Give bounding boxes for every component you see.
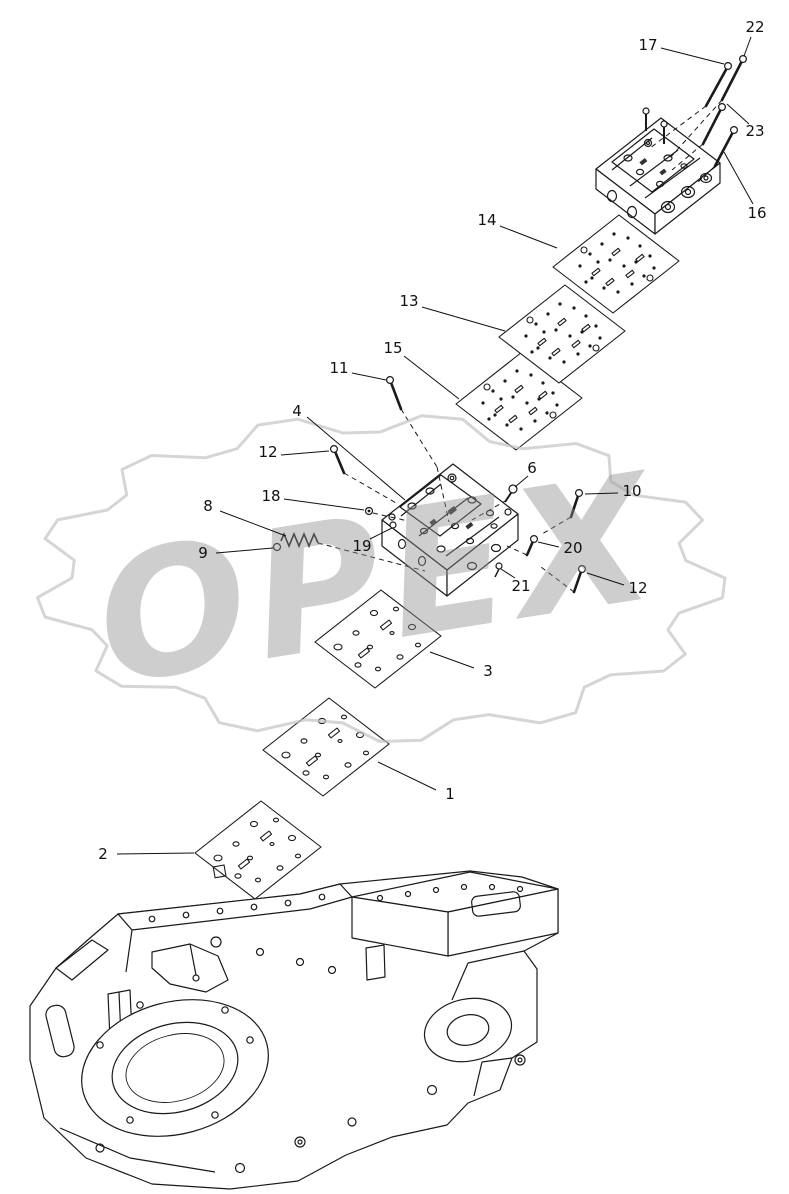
bolt-16 bbox=[713, 125, 738, 168]
bolt-22 bbox=[720, 54, 747, 102]
upper-valve-body bbox=[595, 107, 721, 235]
callout-9: 9 bbox=[198, 544, 208, 562]
plate-3 bbox=[314, 589, 442, 689]
valve-21 bbox=[495, 562, 503, 570]
leader-line-8 bbox=[219, 510, 287, 537]
bolt-20 bbox=[525, 534, 538, 557]
ball-19 bbox=[389, 521, 397, 529]
leader-line-9 bbox=[215, 547, 274, 554]
leader-line-6 bbox=[514, 475, 529, 488]
plate-1 bbox=[262, 697, 390, 797]
leader-line-12 bbox=[586, 572, 625, 586]
callout-22: 22 bbox=[745, 18, 765, 36]
gear-watermark-outline bbox=[36, 414, 727, 743]
bolt-11 bbox=[386, 376, 403, 411]
bolt-12-right bbox=[572, 564, 586, 594]
valve-body bbox=[381, 463, 519, 597]
plate-13 bbox=[498, 284, 626, 384]
callout-23: 23 bbox=[745, 122, 765, 140]
leader-line-21 bbox=[500, 568, 516, 579]
bolt-12-left bbox=[330, 445, 346, 475]
leader-line-3 bbox=[429, 651, 475, 669]
leader-line-18 bbox=[283, 498, 365, 511]
leader-line-20 bbox=[537, 541, 560, 548]
callout-11: 11 bbox=[329, 359, 349, 377]
spring-8 bbox=[280, 531, 319, 549]
callout-2: 2 bbox=[98, 845, 108, 863]
callout-6: 6 bbox=[527, 459, 537, 477]
fitting-6 bbox=[508, 484, 518, 494]
small-parts bbox=[272, 484, 518, 578]
plug-18 bbox=[364, 506, 374, 516]
leader-line-23 bbox=[726, 103, 750, 125]
leader-line-15 bbox=[403, 355, 460, 400]
leader-line-22 bbox=[743, 36, 752, 57]
bolt-17 bbox=[704, 61, 732, 108]
callout-19: 19 bbox=[352, 537, 372, 555]
leader-line-14 bbox=[499, 225, 558, 249]
callout-8: 8 bbox=[203, 497, 213, 515]
callout-20: 20 bbox=[563, 539, 583, 557]
watermark-text: OPEX bbox=[84, 436, 672, 725]
leader-line-11 bbox=[351, 372, 387, 381]
callout-12: 12 bbox=[628, 579, 648, 597]
leader-line-2 bbox=[116, 852, 195, 855]
callout-13: 13 bbox=[399, 292, 419, 310]
callout-14: 14 bbox=[477, 211, 497, 229]
transmission-housing bbox=[29, 870, 559, 1190]
callout-16: 16 bbox=[747, 204, 767, 222]
leader-line-16 bbox=[723, 151, 754, 205]
callout-12: 12 bbox=[258, 443, 278, 461]
leader-line-19 bbox=[369, 527, 393, 540]
spring-seat-9 bbox=[272, 542, 282, 552]
callout-1: 1 bbox=[445, 785, 455, 803]
callout-17: 17 bbox=[638, 36, 658, 54]
leader-line-12 bbox=[280, 450, 330, 456]
leader-line-4 bbox=[306, 416, 406, 501]
assembly-dashed-lines bbox=[317, 99, 723, 593]
callout-4: 4 bbox=[292, 402, 302, 420]
plate-15 bbox=[455, 351, 583, 451]
leader-line-13 bbox=[421, 306, 506, 332]
callout-21: 21 bbox=[511, 577, 531, 595]
callout-3: 3 bbox=[483, 662, 493, 680]
bolt-23 bbox=[701, 102, 726, 146]
leader-line-1 bbox=[377, 761, 437, 791]
plate-2 bbox=[194, 800, 322, 900]
bolt-10 bbox=[569, 489, 583, 519]
callout-18: 18 bbox=[261, 487, 281, 505]
callout-15: 15 bbox=[383, 339, 403, 357]
plate-14 bbox=[552, 214, 680, 314]
leader-line-10 bbox=[584, 492, 619, 495]
leader-line-17 bbox=[660, 47, 725, 65]
callout-10: 10 bbox=[622, 482, 642, 500]
